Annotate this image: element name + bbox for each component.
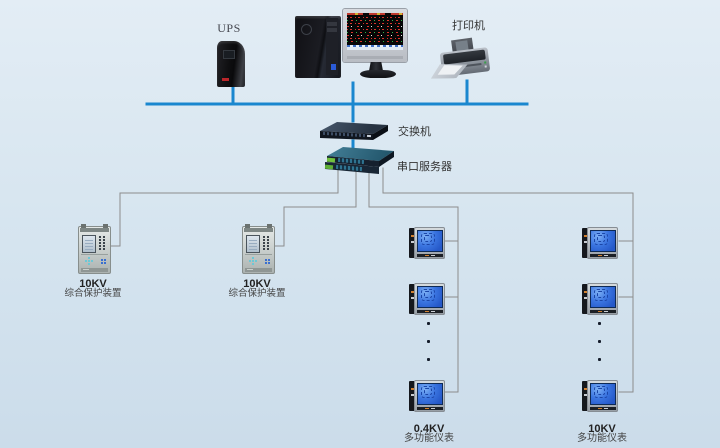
protection-2-name-label: 综合保护装置	[228, 288, 286, 299]
tower-sticker	[331, 64, 336, 70]
protection-1-kv-label: 10KV	[79, 278, 107, 290]
protection-nav-buttons	[88, 260, 90, 262]
protection-buttons	[265, 259, 267, 261]
wire-server-meters-10kv	[382, 167, 634, 393]
protection-nav-buttons	[252, 260, 254, 262]
meters-10kv-name-label: 多功能仪表	[577, 433, 627, 444]
meter-10kv-3	[582, 380, 618, 412]
protection-device-2	[242, 224, 275, 274]
protection-lcd	[82, 235, 96, 253]
monitor-stand	[369, 62, 383, 71]
ellipsis-dot	[427, 358, 430, 361]
protection-lcd	[246, 235, 260, 253]
protection-keys	[263, 236, 265, 238]
scada-toolbar	[347, 45, 403, 50]
wire-server-protect2	[272, 171, 357, 247]
drive-bay	[327, 22, 337, 26]
printer-label: 打印机	[452, 20, 485, 32]
ellipsis-dot	[427, 340, 430, 343]
meters-04kv-kv-label: 0.4KV	[413, 423, 445, 435]
server-led-label	[326, 157, 336, 163]
monitor-screen	[347, 13, 403, 50]
network-switch	[317, 120, 390, 142]
printer-button	[484, 61, 487, 64]
protection-2-kv-label: 10KV	[243, 278, 271, 290]
switch-label: 交换机	[398, 126, 431, 138]
monitor-chin	[347, 56, 403, 59]
ups-display	[223, 50, 235, 59]
wire-server-meters-04kv	[368, 171, 459, 393]
ups-device	[217, 41, 245, 87]
scada-titlebar	[347, 13, 403, 15]
ups-logo	[222, 78, 229, 81]
drive-bay	[327, 28, 337, 32]
meter-04kv-1	[409, 227, 445, 259]
ellipsis-dot	[427, 322, 430, 325]
wire-server-protect1	[108, 169, 339, 247]
meter-10kv-1	[582, 227, 618, 259]
meters-10kv-kv-label: 10KV	[588, 423, 616, 435]
computer-tower	[295, 16, 341, 78]
monitor-base	[360, 70, 396, 78]
protection-buttons	[101, 259, 103, 261]
serial-server-label: 串口服务器	[397, 161, 452, 173]
protection-1-name-label: 综合保护装置	[64, 288, 122, 299]
tower-fan	[301, 24, 312, 35]
ellipsis-dot	[598, 322, 601, 325]
meters-04kv-name-label: 多功能仪表	[404, 433, 454, 444]
meter-04kv-3	[409, 380, 445, 412]
meter-04kv-2	[409, 283, 445, 315]
server-led-label	[324, 164, 334, 170]
ellipsis-dot	[598, 358, 601, 361]
switch-badge	[366, 134, 372, 138]
computer-monitor	[343, 9, 407, 62]
meter-10kv-2	[582, 283, 618, 315]
ellipsis-dot	[598, 340, 601, 343]
ups-label: UPS	[217, 21, 241, 35]
protection-device-1	[78, 224, 111, 274]
protection-keys	[99, 236, 101, 238]
computer-front-panel	[326, 18, 338, 75]
